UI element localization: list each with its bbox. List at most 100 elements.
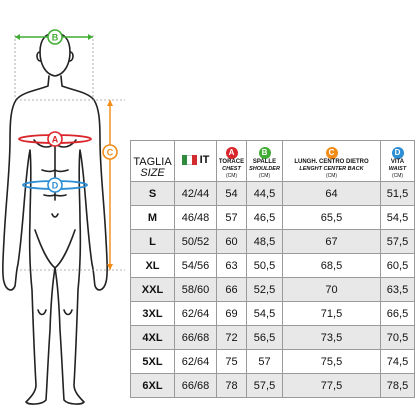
size-name-cell: 5XL xyxy=(130,349,175,374)
length-cell: 65,5 xyxy=(282,205,381,230)
it-cell: 66/68 xyxy=(174,373,217,398)
waist-cell: 60,5 xyxy=(380,253,415,278)
italian-flag-icon xyxy=(181,155,197,166)
size-header-sub: SIZE xyxy=(140,167,165,179)
chest-cell: 60 xyxy=(216,229,247,254)
shoulder-cell: 46,5 xyxy=(246,205,283,230)
marker-a: A xyxy=(47,131,63,147)
shoulder-cell: 57,5 xyxy=(246,373,283,398)
shoulder-header-unit: (CM) xyxy=(258,173,271,179)
size-name-cell: XL xyxy=(130,253,175,278)
waist-cell: 78,5 xyxy=(380,373,415,398)
table-header-row: TAGLIA SIZE IT A TORACE CHEST (CM) B SPA… xyxy=(130,140,415,182)
waist-cell: 51,5 xyxy=(380,181,415,206)
chest-cell: 69 xyxy=(216,301,247,326)
shoulder-header-label: SPALLE xyxy=(252,159,277,165)
it-column-header: IT xyxy=(174,140,217,182)
body-outline xyxy=(2,32,108,405)
size-name-cell: 6XL xyxy=(130,373,175,398)
length-cell: 67 xyxy=(282,229,381,254)
waist-cell: 54,5 xyxy=(380,205,415,230)
length-header-label: LUNGH. CENTRO DIETRO xyxy=(294,159,369,165)
chest-column-header: A TORACE CHEST (CM) xyxy=(216,140,247,182)
waist-header-sub: WAIST xyxy=(388,166,407,172)
it-cell: 66/68 xyxy=(174,325,217,350)
length-cell: 71,5 xyxy=(282,301,381,326)
size-name-cell: 4XL xyxy=(130,325,175,350)
length-cell: 70 xyxy=(282,277,381,302)
waist-cell: 63,5 xyxy=(380,277,415,302)
waist-cell: 57,5 xyxy=(380,229,415,254)
badge-a-icon: A xyxy=(225,147,238,159)
shoulder-cell: 57 xyxy=(246,349,283,374)
body-measurement-figure: B A D C xyxy=(2,29,125,405)
size-chart-table: TAGLIA SIZE IT A TORACE CHEST (CM) B SPA… xyxy=(130,140,415,398)
badge-b-icon: B xyxy=(258,147,271,159)
it-cell: 62/64 xyxy=(174,301,217,326)
length-guide xyxy=(20,99,125,271)
svg-text:B: B xyxy=(52,33,59,43)
shoulder-cell: 52,5 xyxy=(246,277,283,302)
chest-header-label: TORACE xyxy=(218,159,245,165)
size-name-cell: M xyxy=(130,205,175,230)
length-cell: 77,5 xyxy=(282,373,381,398)
svg-text:C: C xyxy=(107,148,114,158)
length-cell: 68,5 xyxy=(282,253,381,278)
waist-header-unit: (CM) xyxy=(391,173,404,179)
waist-header-label: VITA xyxy=(390,159,405,165)
waist-cell: 70,5 xyxy=(380,325,415,350)
it-cell: 42/44 xyxy=(174,181,217,206)
it-cell: 46/48 xyxy=(174,205,217,230)
size-name-cell: 3XL xyxy=(130,301,175,326)
size-name-cell: XXL xyxy=(130,277,175,302)
badge-c-icon: C xyxy=(325,147,338,159)
chest-cell: 75 xyxy=(216,349,247,374)
length-header-sub: LENGHT CENTER BACK xyxy=(299,166,364,172)
svg-text:D: D xyxy=(52,181,59,191)
chest-cell: 63 xyxy=(216,253,247,278)
it-header-label: IT xyxy=(199,154,210,167)
shoulder-cell: 48,5 xyxy=(246,229,283,254)
chest-header-unit: (CM) xyxy=(225,173,238,179)
shoulder-cell: 54,5 xyxy=(246,301,283,326)
length-cell: 64 xyxy=(282,181,381,206)
shoulder-cell: 50,5 xyxy=(246,253,283,278)
shoulder-column-header: B SPALLE SHOULDER (CM) xyxy=(246,140,283,182)
chest-header-sub: CHEST xyxy=(222,166,241,172)
size-header-label: TAGLIA xyxy=(133,156,172,168)
it-cell: 54/56 xyxy=(174,253,217,278)
svg-text:A: A xyxy=(52,135,59,145)
chest-cell: 54 xyxy=(216,181,247,206)
shoulder-cell: 44,5 xyxy=(246,181,283,206)
marker-b: B xyxy=(47,29,63,45)
size-name-cell: L xyxy=(130,229,175,254)
it-cell: 50/52 xyxy=(174,229,217,254)
waist-cell: 74,5 xyxy=(380,349,415,374)
chest-cell: 78 xyxy=(216,373,247,398)
badge-d-icon: D xyxy=(391,147,404,159)
size-column-header: TAGLIA SIZE xyxy=(130,140,175,182)
length-cell: 75,5 xyxy=(282,349,381,374)
shoulder-header-sub: SHOULDER xyxy=(249,166,280,172)
chest-cell: 66 xyxy=(216,277,247,302)
it-cell: 58/60 xyxy=(174,277,217,302)
shoulder-cell: 56,5 xyxy=(246,325,283,350)
length-column-header: C LUNGH. CENTRO DIETRO LENGHT CENTER BAC… xyxy=(282,140,381,182)
length-cell: 73,5 xyxy=(282,325,381,350)
waist-cell: 66,5 xyxy=(380,301,415,326)
length-header-unit: (CM) xyxy=(325,173,338,179)
chest-cell: 57 xyxy=(216,205,247,230)
chest-cell: 72 xyxy=(216,325,247,350)
size-name-cell: S xyxy=(130,181,175,206)
waist-column-header: D VITA WAIST (CM) xyxy=(380,140,415,182)
marker-c: C xyxy=(102,144,118,160)
